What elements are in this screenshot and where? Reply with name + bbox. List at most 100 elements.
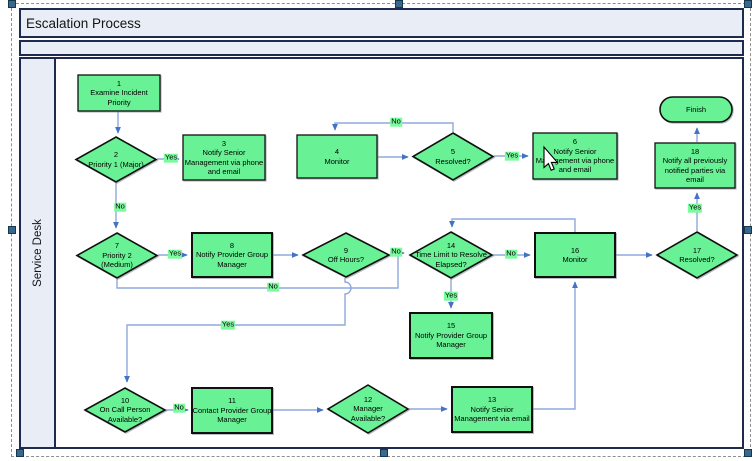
- shape-decision-14[interactable]: [408, 231, 494, 279]
- node-label: Notify Provider Group Manager: [195, 250, 269, 269]
- node-number: 15: [446, 321, 456, 331]
- edge-label-7-14-no[interactable]: No: [267, 281, 279, 292]
- shape-decision-7[interactable]: [75, 232, 159, 279]
- edge-label-17-18-yes[interactable]: Yes: [687, 202, 703, 213]
- edge-label-14-15-yes[interactable]: Yes: [443, 290, 459, 301]
- node-label: Notify Senior Management via phone and e…: [184, 148, 264, 176]
- node-label: Time Limit to Resolve Elapsed?: [415, 250, 487, 269]
- shape-decision-2[interactable]: [74, 136, 158, 183]
- selection-handle-w[interactable]: [8, 226, 16, 234]
- node-number: 13: [487, 395, 497, 405]
- selection-handle-se[interactable]: [744, 449, 752, 457]
- shape-decision-5[interactable]: [411, 132, 495, 181]
- edge-label-5-6-yes[interactable]: Yes: [504, 150, 520, 161]
- flowchart-shapes: [74, 74, 739, 434]
- node-notify-senior-mgmt-email-13[interactable]: 13 Notify Senior Management via email: [452, 387, 532, 432]
- node-number: 9: [343, 245, 349, 255]
- node-number: 6: [572, 137, 578, 147]
- node-number: 1: [116, 78, 122, 88]
- node-manager-available[interactable]: 12 Manager Available?: [336, 385, 400, 433]
- node-label: Resolved?: [679, 255, 715, 264]
- shape-process-11[interactable]: [191, 387, 273, 434]
- connector-7-14-no[interactable]: [116, 255, 399, 289]
- shape-decision-10[interactable]: [83, 387, 167, 433]
- shape-process-1[interactable]: [77, 74, 161, 112]
- connector-13-16[interactable]: [533, 281, 578, 410]
- node-contact-provider-group-manager[interactable]: 11 Contact Provider Group Manager: [192, 388, 272, 433]
- node-number: 10: [120, 395, 130, 405]
- shape-decision-9[interactable]: [301, 232, 391, 278]
- shape-process-18[interactable]: [654, 142, 736, 189]
- phase-bar[interactable]: [19, 40, 744, 56]
- node-finish[interactable]: Finish: [660, 97, 732, 122]
- swimlane-label-cell[interactable]: Service Desk: [21, 59, 56, 447]
- node-number: 4: [334, 147, 340, 157]
- node-examine-incident-priority[interactable]: 1 Examine Incident Priority: [78, 75, 160, 111]
- diagram-title: Escalation Process: [26, 15, 141, 31]
- selection-handle-e[interactable]: [744, 226, 752, 234]
- node-number: 3: [221, 138, 227, 148]
- edge-label-14-16-no[interactable]: No: [505, 248, 517, 259]
- selection-handle-n[interactable]: [395, 0, 403, 8]
- shape-terminator-finish[interactable]: [659, 96, 733, 123]
- edge-label-2-7-no[interactable]: No: [114, 201, 126, 212]
- node-time-limit-to-resolve-elapsed[interactable]: 14 Time Limit to Resolve Elapsed?: [414, 232, 488, 278]
- connector-16-14-loop[interactable]: [449, 218, 576, 232]
- node-notify-all-previously-notified[interactable]: 18 Notify all previously notified partie…: [655, 143, 735, 188]
- node-monitor-4[interactable]: 4 Monitor: [297, 135, 377, 178]
- edge-label-7-8-yes[interactable]: Yes: [167, 248, 183, 259]
- shape-process-16[interactable]: [534, 232, 616, 278]
- node-off-hours[interactable]: 9 Off Hours?: [306, 233, 386, 277]
- node-notify-provider-group-manager-8[interactable]: 8 Notify Provider Group Manager: [192, 233, 272, 277]
- node-label: Notify all previously notified parties v…: [662, 156, 728, 184]
- node-priority-1-major[interactable]: 2 Priority 1 (Major): [66, 137, 166, 182]
- diagram-title-bar[interactable]: Escalation Process: [19, 8, 744, 38]
- shape-decision-12[interactable]: [326, 384, 410, 434]
- node-label: Contact Provider Group Manager: [192, 405, 272, 425]
- shape-process-15[interactable]: [409, 312, 493, 359]
- node-priority-2-medium[interactable]: 7 Priority 2 (Medium): [87, 233, 147, 278]
- edge-label-5-4-no[interactable]: No: [390, 116, 402, 127]
- selection-handle-sw[interactable]: [16, 449, 24, 457]
- node-resolved-5[interactable]: 5 Resolved?: [413, 133, 493, 180]
- node-label: Off Hours?: [327, 255, 365, 264]
- node-number: 18: [690, 146, 700, 156]
- node-number: 7: [114, 241, 120, 251]
- node-resolved-17[interactable]: 17 Resolved?: [657, 232, 737, 278]
- selection-handle-s[interactable]: [380, 449, 388, 457]
- connector-9-10-yes[interactable]: [124, 278, 352, 383]
- node-number: 14: [446, 240, 456, 250]
- node-label: Monitor: [562, 255, 588, 264]
- node-number: 16: [570, 245, 580, 255]
- node-label: Notify Provider Group Manager: [414, 330, 488, 350]
- node-label: Notify Senior Management via phone and e…: [535, 146, 615, 175]
- node-label: Resolved?: [435, 156, 471, 166]
- edge-label-9-14-no[interactable]: No: [390, 246, 402, 257]
- shape-process-8[interactable]: [191, 232, 273, 278]
- node-notify-senior-mgmt-phone-email-6[interactable]: 6 Notify Senior Management via phone and…: [533, 133, 617, 179]
- shape-process-13[interactable]: [451, 386, 533, 433]
- selection-handle-ne[interactable]: [744, 0, 752, 8]
- node-on-call-person-available[interactable]: 10 On Call Person Available?: [85, 388, 165, 432]
- selection-handle-nw[interactable]: [8, 0, 16, 8]
- shape-decision-17[interactable]: [655, 231, 739, 279]
- node-label: Monitor: [324, 156, 350, 166]
- node-monitor-16[interactable]: 16 Monitor: [535, 233, 615, 277]
- node-notify-senior-mgmt-phone-email-3[interactable]: 3 Notify Senior Management via phone and…: [183, 135, 265, 180]
- node-number: 8: [229, 240, 235, 250]
- edge-label-10-11-no[interactable]: No: [173, 402, 185, 413]
- shape-process-3[interactable]: [182, 134, 266, 181]
- node-label: Finish: [685, 104, 706, 114]
- edge-label-9-10-yes[interactable]: Yes: [220, 319, 236, 330]
- node-notify-provider-group-manager-15[interactable]: 15 Notify Provider Group Manager: [410, 313, 492, 358]
- node-label: Priority 1 (Major): [88, 159, 144, 169]
- node-number: 11: [228, 396, 236, 406]
- node-label: Priority 2 (Medium): [101, 250, 133, 270]
- node-label: Examine Incident Priority: [90, 88, 148, 107]
- shape-process-4[interactable]: [296, 134, 378, 179]
- node-number: 17: [692, 245, 702, 255]
- node-label: Manager Available?: [350, 404, 386, 423]
- node-number: 2: [113, 150, 119, 160]
- edge-label-2-3-yes[interactable]: Yes: [163, 152, 179, 163]
